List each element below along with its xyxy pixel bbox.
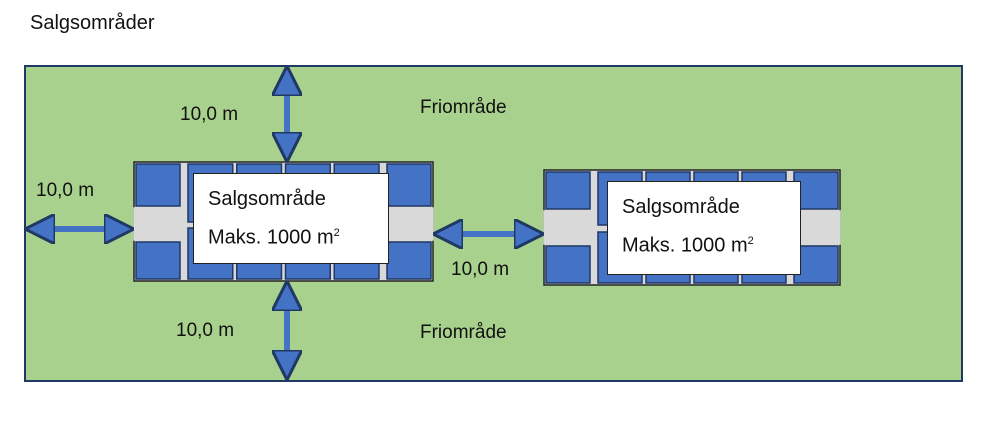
- sales-area-2-max: Maks. 1000 m2: [622, 234, 754, 257]
- free-area-label-top: Friområde: [420, 97, 507, 118]
- stall: [545, 171, 591, 210]
- distance-arrows: [31, 72, 538, 374]
- stall: [386, 241, 432, 280]
- sales-area-1-title: Salgsområde: [208, 188, 326, 210]
- page-title: Salgsområder: [30, 12, 155, 34]
- free-area-label-bottom: Friområde: [420, 322, 507, 343]
- distance-label-between: 10,0 m: [451, 259, 510, 280]
- stall: [386, 163, 432, 207]
- sales-area-1-box: Salgsområde Maks. 1000 m2: [193, 173, 389, 264]
- stall: [545, 245, 591, 284]
- sales-area-2-title: Salgsområde: [622, 196, 740, 218]
- stall: [135, 241, 181, 280]
- stall: [793, 245, 839, 284]
- distance-label-top: 10,0 m: [180, 104, 239, 125]
- distance-label-bottom: 10,0 m: [176, 320, 235, 341]
- sales-area-2-box: Salgsområde Maks. 1000 m2: [607, 181, 801, 275]
- stall: [793, 171, 839, 210]
- distance-label-left: 10,0 m: [36, 180, 95, 201]
- sales-area-1-max: Maks. 1000 m2: [208, 226, 340, 249]
- stall: [135, 163, 181, 207]
